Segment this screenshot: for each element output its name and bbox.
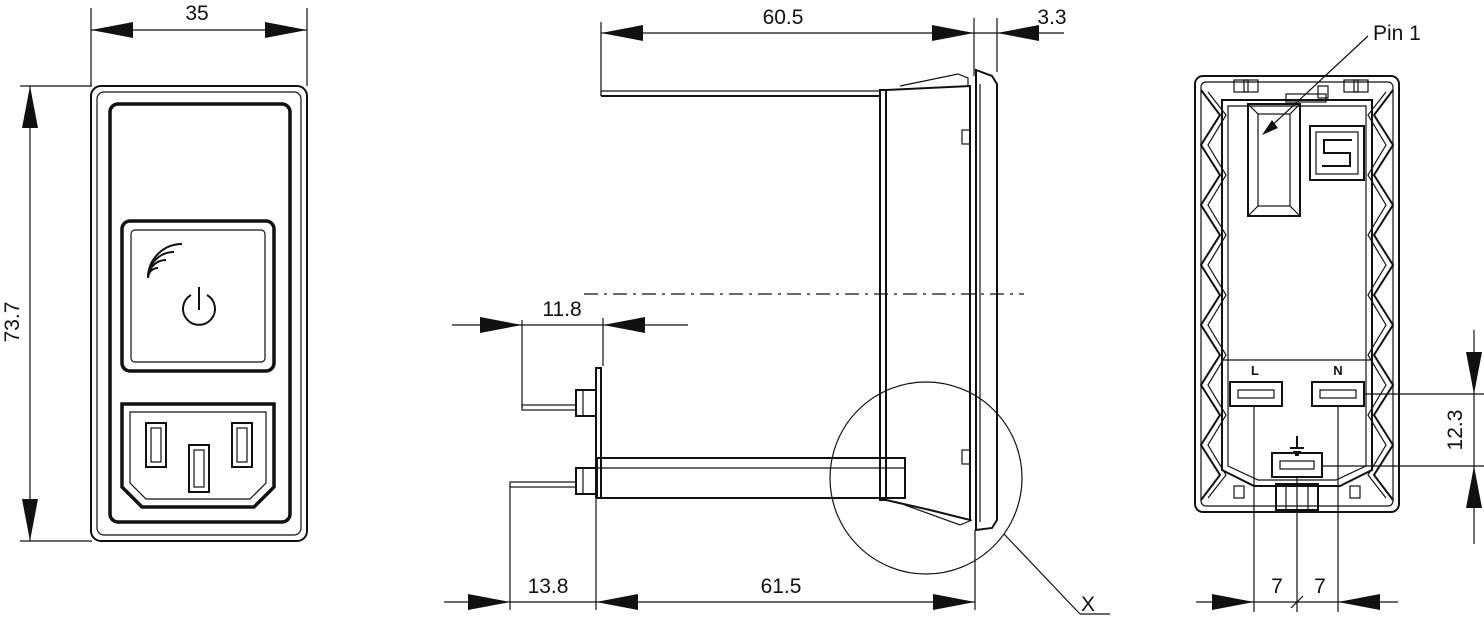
power-switch-button	[120, 219, 276, 373]
side-middle-section	[879, 89, 887, 501]
front-housing	[90, 85, 308, 542]
terminal-n-label: N	[1333, 363, 1342, 378]
rear-spacing-left-label: 7	[1271, 575, 1283, 598]
front-height-label: 73.7	[1, 302, 24, 343]
wireless-icon	[147, 243, 183, 279]
inlet-pin-left	[145, 422, 167, 468]
terminal-l	[1229, 381, 1283, 407]
detail-x-circle	[829, 381, 1023, 575]
rear-view: Pin 1 L N	[1194, 22, 1484, 612]
inlet-pin-center	[188, 444, 210, 493]
side-body	[595, 95, 881, 499]
front-width-label: 35	[185, 2, 208, 25]
terminal-n	[1311, 381, 1365, 407]
side-terminal-length-label: 13.8	[528, 575, 569, 598]
terminal-l-label: L	[1251, 363, 1259, 378]
terminal-lower	[509, 467, 597, 495]
rear-spacing-right-label: 7	[1314, 575, 1326, 598]
rear-body	[1221, 99, 1373, 487]
detail-x-label: X	[1081, 593, 1095, 616]
iec-inlet	[120, 402, 276, 509]
side-flange-label: 3.3	[1037, 6, 1066, 29]
power-icon	[182, 287, 216, 326]
inlet-pin-right	[231, 422, 253, 468]
side-terminal-offset-label: 11.8	[542, 298, 581, 321]
side-flange	[975, 68, 998, 532]
fuse-window	[1247, 103, 1301, 217]
pin-1-label: Pin 1	[1373, 22, 1421, 45]
schurter-logo-icon	[1309, 125, 1365, 181]
side-body-depth-label: 61.5	[761, 575, 802, 598]
side-depth-label: 60.5	[763, 6, 804, 29]
rear-height-label: 12.3	[1444, 410, 1467, 451]
terminal-upper	[521, 389, 597, 417]
front-view: 35 73.7	[1, 2, 308, 542]
side-view: 60.5 3.3	[444, 6, 1110, 616]
front-bezel	[108, 102, 292, 524]
